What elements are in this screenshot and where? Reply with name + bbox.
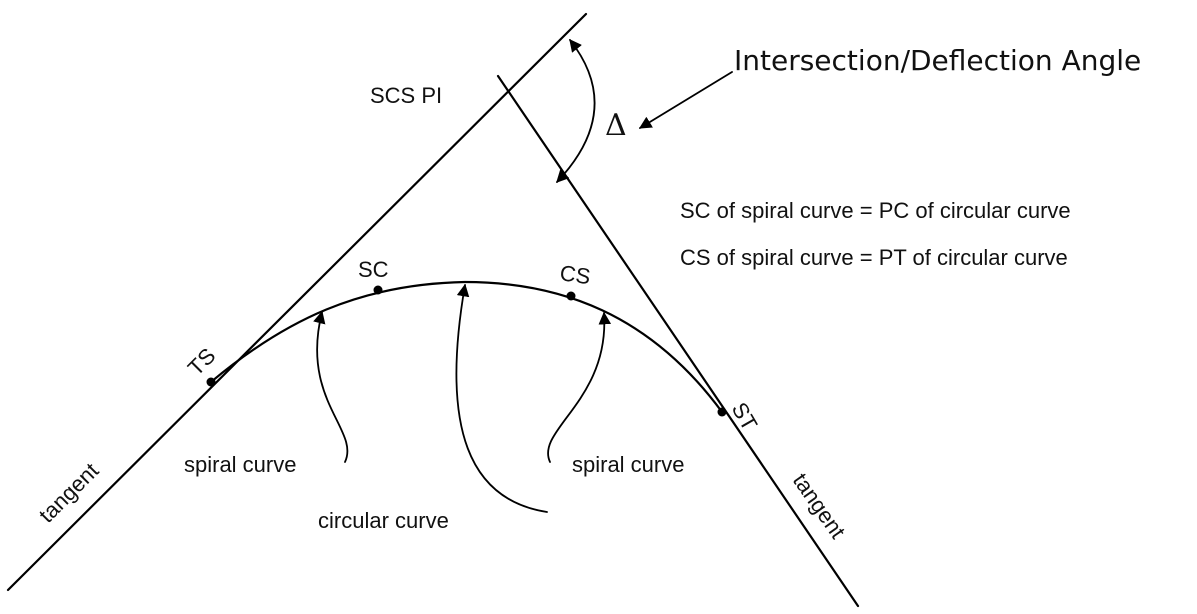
note-2: CS of spiral curve = PT of circular curv… (680, 245, 1068, 270)
delta-symbol: Δ (605, 108, 627, 143)
spiral-left-label: spiral curve (184, 452, 296, 477)
st-point (717, 407, 727, 417)
delta-angle-arc (556, 39, 596, 183)
spiral-right-label: spiral curve (572, 452, 684, 477)
pi-label: SCS PI (370, 83, 442, 108)
title-pointer-arrow (638, 71, 733, 129)
sc-label: SC (358, 257, 389, 282)
circular-label: circular curve (318, 508, 449, 533)
cs-point (566, 291, 576, 301)
sc-point (373, 285, 383, 295)
diagram-title: Intersection/Deflection Angle (734, 44, 1141, 77)
cs-label: CS (558, 260, 592, 289)
st-label: ST (727, 398, 763, 435)
back-tangent-line (6, 12, 588, 592)
ts-label: TS (183, 343, 221, 381)
circular-leader (455, 283, 548, 513)
ts-point (206, 377, 216, 387)
spiral-left-leader (313, 310, 349, 463)
forward-tangent-line (496, 74, 860, 608)
spiral-right-leader (547, 311, 612, 463)
spiral-circular-curve (209, 280, 724, 414)
tangent-right-label: tangent (788, 469, 851, 543)
tangent-left-label: tangent (34, 458, 104, 528)
note-1: SC of spiral curve = PC of circular curv… (680, 198, 1071, 223)
